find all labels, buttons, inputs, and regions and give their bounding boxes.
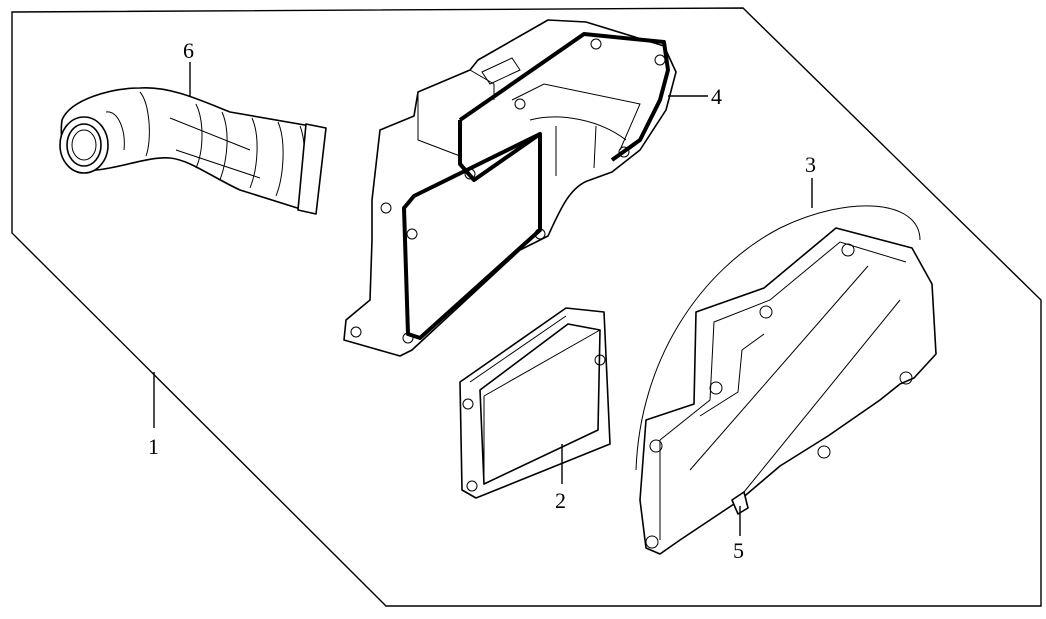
callout-4: 4 [711,84,722,109]
air-box-cover-icon [635,205,937,555]
air-box-housing-icon [343,19,677,357]
callout-1: 1 [148,434,159,459]
cover-screw-icon [731,491,749,515]
callout-3: 3 [805,152,816,177]
callout-6: 6 [183,38,194,63]
air-filter-element-icon [459,307,611,499]
intake-hose-icon [59,87,327,215]
callout-5: 5 [733,538,744,563]
callout-2: 2 [555,488,566,513]
assembly-boundary [11,7,1042,607]
